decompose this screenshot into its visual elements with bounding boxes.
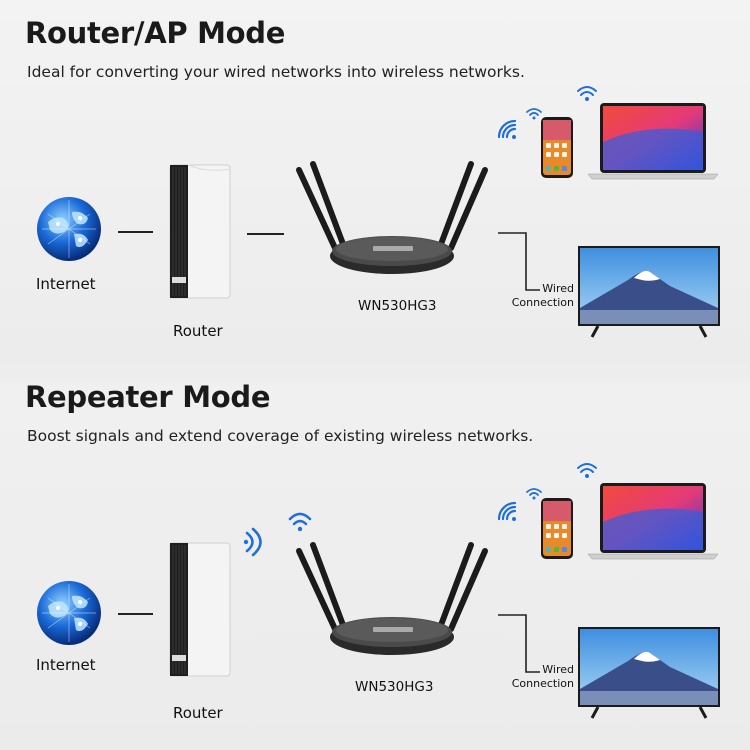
wifi-icon [497, 119, 517, 139]
wired-connection-label: Wired Connection [500, 282, 574, 310]
wired-label-line1: Wired [542, 663, 574, 676]
wifi-icon [288, 512, 312, 532]
wired-label-line2: Connection [511, 296, 574, 309]
wifi-icon [577, 86, 597, 101]
connection-line [118, 613, 153, 615]
section-subtitle: Boost signals and extend coverage of exi… [27, 427, 534, 445]
wired-line [498, 614, 540, 673]
internet-label: Internet [36, 275, 96, 293]
internet-label: Internet [36, 656, 96, 674]
tv-icon [578, 246, 720, 338]
section-subtitle: Ideal for converting your wired networks… [27, 63, 525, 81]
laptop-icon [587, 483, 719, 560]
wifi-icon [243, 527, 262, 557]
globe-icon [37, 197, 101, 261]
phone-icon [541, 498, 573, 559]
wifi-icon [526, 108, 542, 120]
router-icon [169, 164, 231, 299]
wired-label-line1: Wired [542, 282, 574, 295]
connection-line [247, 233, 284, 235]
wifi-router-device-icon [296, 542, 488, 655]
wired-connection-label: Wired Connection [500, 663, 574, 691]
globe-icon [37, 581, 101, 645]
tv-icon [578, 627, 720, 719]
phone-icon [541, 117, 573, 178]
device-label: WN530HG3 [355, 679, 434, 695]
wired-line [498, 232, 540, 291]
wifi-icon [577, 463, 597, 478]
wired-label-line2: Connection [511, 677, 574, 690]
section-title: Router/AP Mode [25, 16, 286, 50]
router-icon [169, 542, 231, 677]
wifi-router-device-icon [296, 161, 488, 274]
device-label: WN530HG3 [358, 298, 437, 314]
wifi-icon [526, 488, 542, 500]
router-label: Router [173, 704, 223, 722]
wifi-icon [497, 501, 517, 521]
connection-line [118, 231, 153, 233]
laptop-icon [587, 103, 719, 180]
router-label: Router [173, 322, 223, 340]
section-title: Repeater Mode [25, 380, 271, 414]
